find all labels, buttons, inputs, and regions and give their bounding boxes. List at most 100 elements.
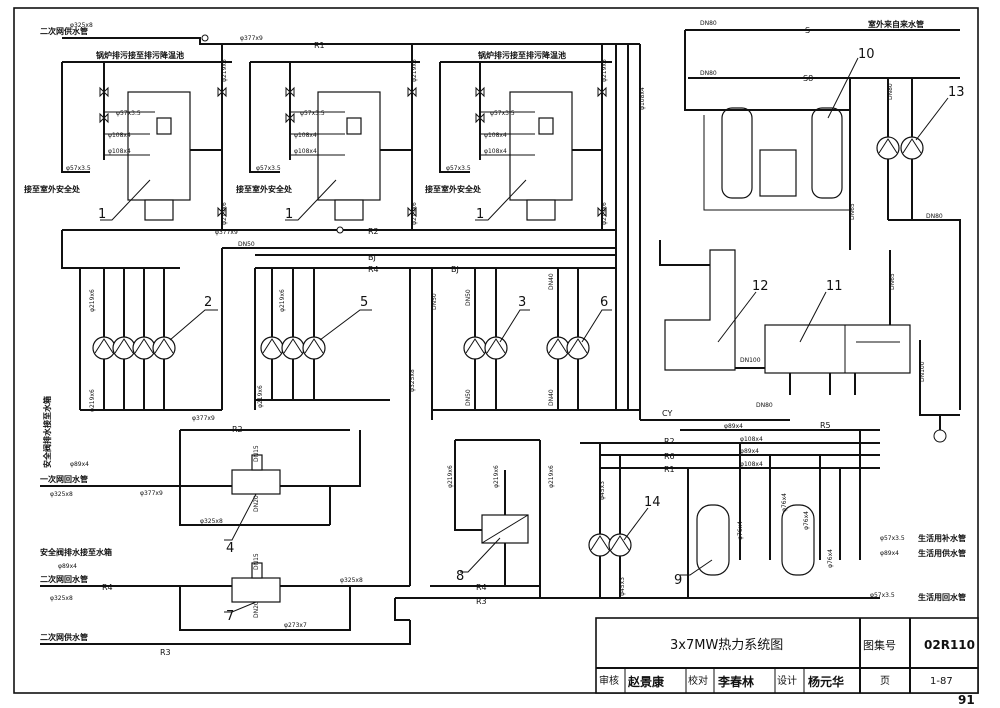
size-label: φ108x4 <box>294 132 317 139</box>
size-label: φ108x4 <box>740 436 763 443</box>
callout-1: 1 <box>476 207 484 222</box>
page-label: 页 <box>880 675 890 687</box>
size-label: φ219x6 <box>257 385 264 408</box>
pipe-label-r1-b: R1 <box>664 465 675 474</box>
pipe-label-r2: R2 <box>368 227 379 236</box>
pipe-label-r6: R6 <box>664 452 675 461</box>
pipe-label-bj-2: BJ <box>451 265 459 274</box>
heat-exchanger-4 <box>40 429 361 526</box>
pump-group-5 <box>255 268 390 401</box>
pipe-label-s8: S8 <box>803 74 813 83</box>
note-relief-drain-vertical: 安全阀排水接至水箱 <box>42 396 52 468</box>
water-tank-11 <box>764 250 960 443</box>
size-label: φ89x4 <box>70 461 89 468</box>
note-outdoor-water: 室外来自来水管 <box>868 19 924 29</box>
size-label: DN50 <box>431 293 438 310</box>
size-label: φ273x7 <box>284 622 307 629</box>
size-label: DN100 <box>740 357 761 364</box>
pipe-label-r3: R3 <box>476 597 487 606</box>
callout-14: 14 <box>644 495 661 510</box>
note-relief-drain-horizontal: 安全阀排水接至水箱 <box>40 547 112 557</box>
size-label: DN80 <box>700 70 717 77</box>
deaerator-12 <box>659 240 765 371</box>
size-label: φ219x6 <box>89 289 96 312</box>
size-label: φ76x4 <box>737 521 744 540</box>
callout-3: 3 <box>518 295 526 310</box>
atlas-label: 图集号 <box>863 638 896 652</box>
size-label: φ57x3.5 <box>870 592 895 599</box>
size-label: φ219x6 <box>601 202 608 225</box>
size-label: φ108x4 <box>108 148 131 155</box>
size-label: φ57x3.5 <box>880 535 905 542</box>
checker-signature: 李春林 <box>717 674 754 689</box>
callout-12: 12 <box>752 279 769 294</box>
pipe-label-r2-b: R2 <box>232 425 243 434</box>
plate-exchanger-8 <box>394 439 541 621</box>
size-label: φ45x3 <box>599 481 606 500</box>
size-label: φ108x4 <box>484 148 507 155</box>
boiler-3 <box>509 91 573 221</box>
callout-1: 1 <box>285 207 293 222</box>
makeup-pumps-13 <box>876 78 961 410</box>
review-label: 审核 <box>599 674 619 687</box>
note-domestic-makeup: 生活用补水管 <box>918 533 966 543</box>
notes: 二次网供水管 锅炉排污接至排污降温池 锅炉排污接至排污降温池 接至室外安全处 接… <box>24 19 966 642</box>
size-label: φ219x6 <box>548 465 555 488</box>
size-label: φ89x4 <box>724 423 743 430</box>
callout-8: 8 <box>456 569 464 584</box>
check-label: 校对 <box>688 674 708 687</box>
boiler-1 <box>127 91 191 221</box>
size-label: φ325x8 <box>409 369 416 392</box>
design-label: 设计 <box>777 674 797 687</box>
callout-11: 11 <box>826 279 843 294</box>
size-label: φ325x8 <box>340 577 363 584</box>
size-label: φ219x6 <box>279 289 286 312</box>
atlas-number: 02R110 <box>924 638 975 652</box>
callout-9: 9 <box>674 573 682 588</box>
boiler-piping <box>61 37 640 269</box>
pump-group-2 <box>79 268 222 411</box>
pipe-code-labels: R1 R2 BJ R4 BJ R2 CY R2 R6 R1 R5 R4 R4 R… <box>102 26 831 657</box>
size-label: φ377x9 <box>215 229 238 236</box>
note-secondary-supply-bottom: 二次网供水管 <box>40 632 88 642</box>
callout-6: 6 <box>600 295 608 310</box>
size-label: φ219x6 <box>89 389 96 412</box>
size-label: DN15 <box>253 445 260 462</box>
size-label: φ108x4 <box>294 148 317 155</box>
pipe-label-cy: CY <box>662 409 672 418</box>
size-label: DN50 <box>465 389 472 406</box>
size-label: DN40 <box>548 273 555 290</box>
size-label: φ89x4 <box>58 563 77 570</box>
pipe-label-r1: R1 <box>314 41 325 50</box>
size-label: φ108x4 <box>108 132 131 139</box>
size-label: φ76x4 <box>781 493 788 512</box>
note-boiler-drain-2: 锅炉排污接至排污降温池 <box>477 50 566 60</box>
note-boiler-drain-1: 锅炉排污接至排污降温池 <box>95 50 184 60</box>
size-label: DN20 <box>253 601 260 618</box>
callout-1: 1 <box>98 207 106 222</box>
size-label: φ219x6 <box>601 59 608 82</box>
size-label: φ219x6 <box>411 59 418 82</box>
main-headers <box>221 44 641 586</box>
size-label: DN40 <box>548 389 555 406</box>
note-domestic-return: 生活用回水管 <box>918 592 966 602</box>
size-label: DN20 <box>253 495 260 512</box>
equipment-callouts: 1 1 1 2 5 3 6 4 7 8 9 10 11 12 13 14 <box>98 47 965 624</box>
size-label: DN50 <box>238 241 255 248</box>
size-label: φ45x3 <box>619 577 626 596</box>
size-label: φ57x3.5 <box>300 110 325 117</box>
size-label: φ57x3.5 <box>256 165 281 172</box>
size-label: DN50 <box>465 289 472 306</box>
heat-exchanger-7 <box>40 562 411 645</box>
water-treatment-10 <box>684 29 960 250</box>
size-label: φ325x8 <box>200 518 223 525</box>
callout-4: 4 <box>226 541 234 556</box>
title-block: 3x7MW热力系统图 图集号 02R110 审核 赵景康 校对 李春林 设计 杨… <box>595 617 979 694</box>
pipe-label-bj: BJ <box>368 253 376 262</box>
size-label: DN80 <box>756 402 773 409</box>
size-label: DN100 <box>919 361 926 382</box>
callout-2: 2 <box>204 295 212 310</box>
size-label: φ219x6 <box>493 465 500 488</box>
size-label: DN80 <box>700 20 717 27</box>
